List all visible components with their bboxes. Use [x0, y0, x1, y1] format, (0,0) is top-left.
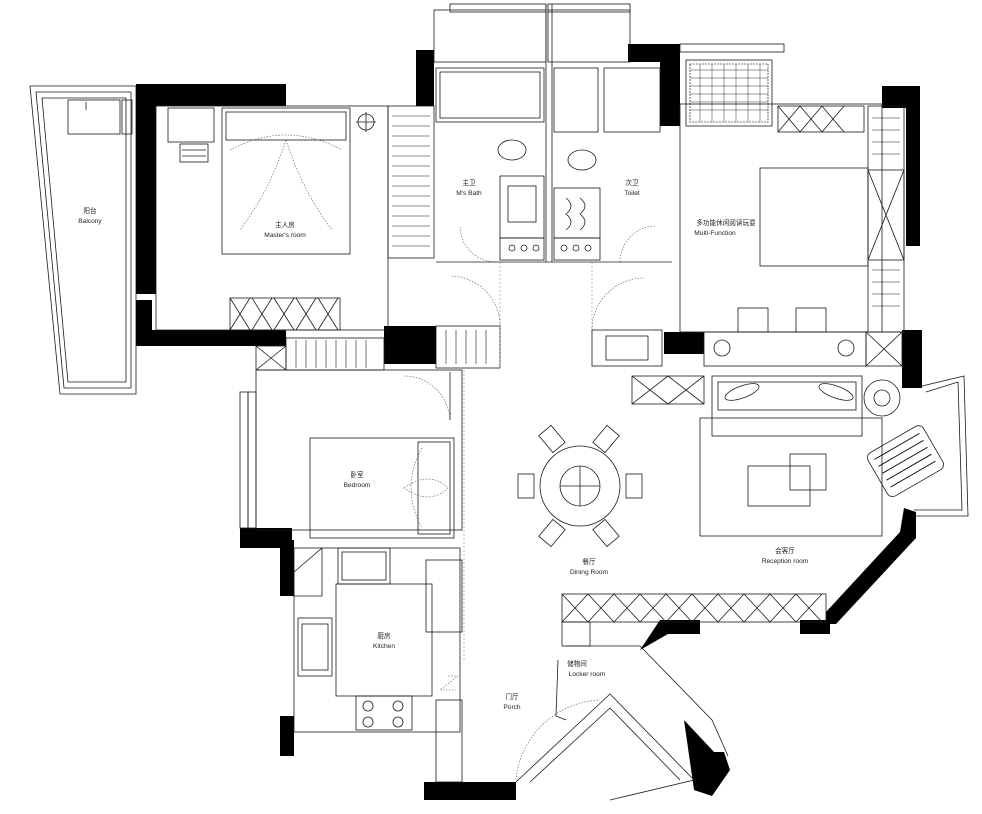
label-multi-cn: 多功能休闲阅读玩耍 — [696, 218, 756, 227]
label-multi-en: Multi-Function — [694, 230, 736, 237]
label-porch-en: Porch — [503, 704, 521, 711]
master-bed — [221, 107, 351, 255]
label-dining-cn: 餐厅 — [582, 557, 596, 566]
label-reception-cn: 会客厅 — [775, 546, 795, 555]
label-reception-en: Reception room — [762, 558, 809, 565]
bedroom-bed — [309, 437, 455, 539]
label-mbath-cn: 主卫 — [462, 178, 476, 187]
label-toilet-cn: 次卫 — [625, 178, 639, 187]
toilet-icon — [567, 149, 597, 171]
label-locker-en: Locker room — [569, 671, 606, 678]
label-kitchen-cn: 厨房 — [377, 631, 391, 640]
room-labels: 阳台 Balcony 主人房 Master's room 主卫 M's Bath… — [78, 178, 809, 711]
toilet-icon — [497, 139, 527, 161]
corridor-cabinets — [255, 262, 663, 371]
label-mbath-en: M's Bath — [456, 190, 482, 197]
dining-table — [539, 445, 621, 527]
label-locker-cn: 储物间 — [567, 659, 587, 668]
bathrooms — [433, 3, 672, 263]
label-balcony-cn: 阳台 — [83, 206, 97, 215]
label-porch-cn: 门厅 — [505, 692, 519, 701]
bathtub — [435, 67, 545, 123]
walls — [136, 44, 922, 800]
balcony-area — [29, 85, 137, 395]
lounge-chair — [867, 425, 944, 497]
label-dining-en: Dining Room — [570, 569, 609, 576]
wardrobe — [387, 105, 435, 259]
dining-room — [463, 370, 643, 660]
label-bedroom-en: Bedroom — [344, 482, 371, 489]
multi-function-room — [679, 43, 905, 367]
label-toilet-en: Toilet — [624, 190, 640, 197]
lamp-icon — [837, 339, 855, 357]
label-master-en: Master's room — [264, 232, 306, 239]
bedroom — [239, 369, 463, 539]
locker-porch — [515, 645, 729, 801]
master-room — [155, 105, 435, 331]
label-kitchen-en: Kitchen — [373, 643, 395, 650]
reception-room — [561, 375, 969, 647]
lamp-icon — [713, 339, 731, 357]
label-balcony-en: Balcony — [78, 218, 102, 225]
kitchen — [293, 547, 463, 783]
label-bedroom-cn: 卧室 — [350, 470, 364, 479]
label-master-cn: 主人房 — [275, 220, 295, 229]
sofa — [711, 375, 863, 437]
